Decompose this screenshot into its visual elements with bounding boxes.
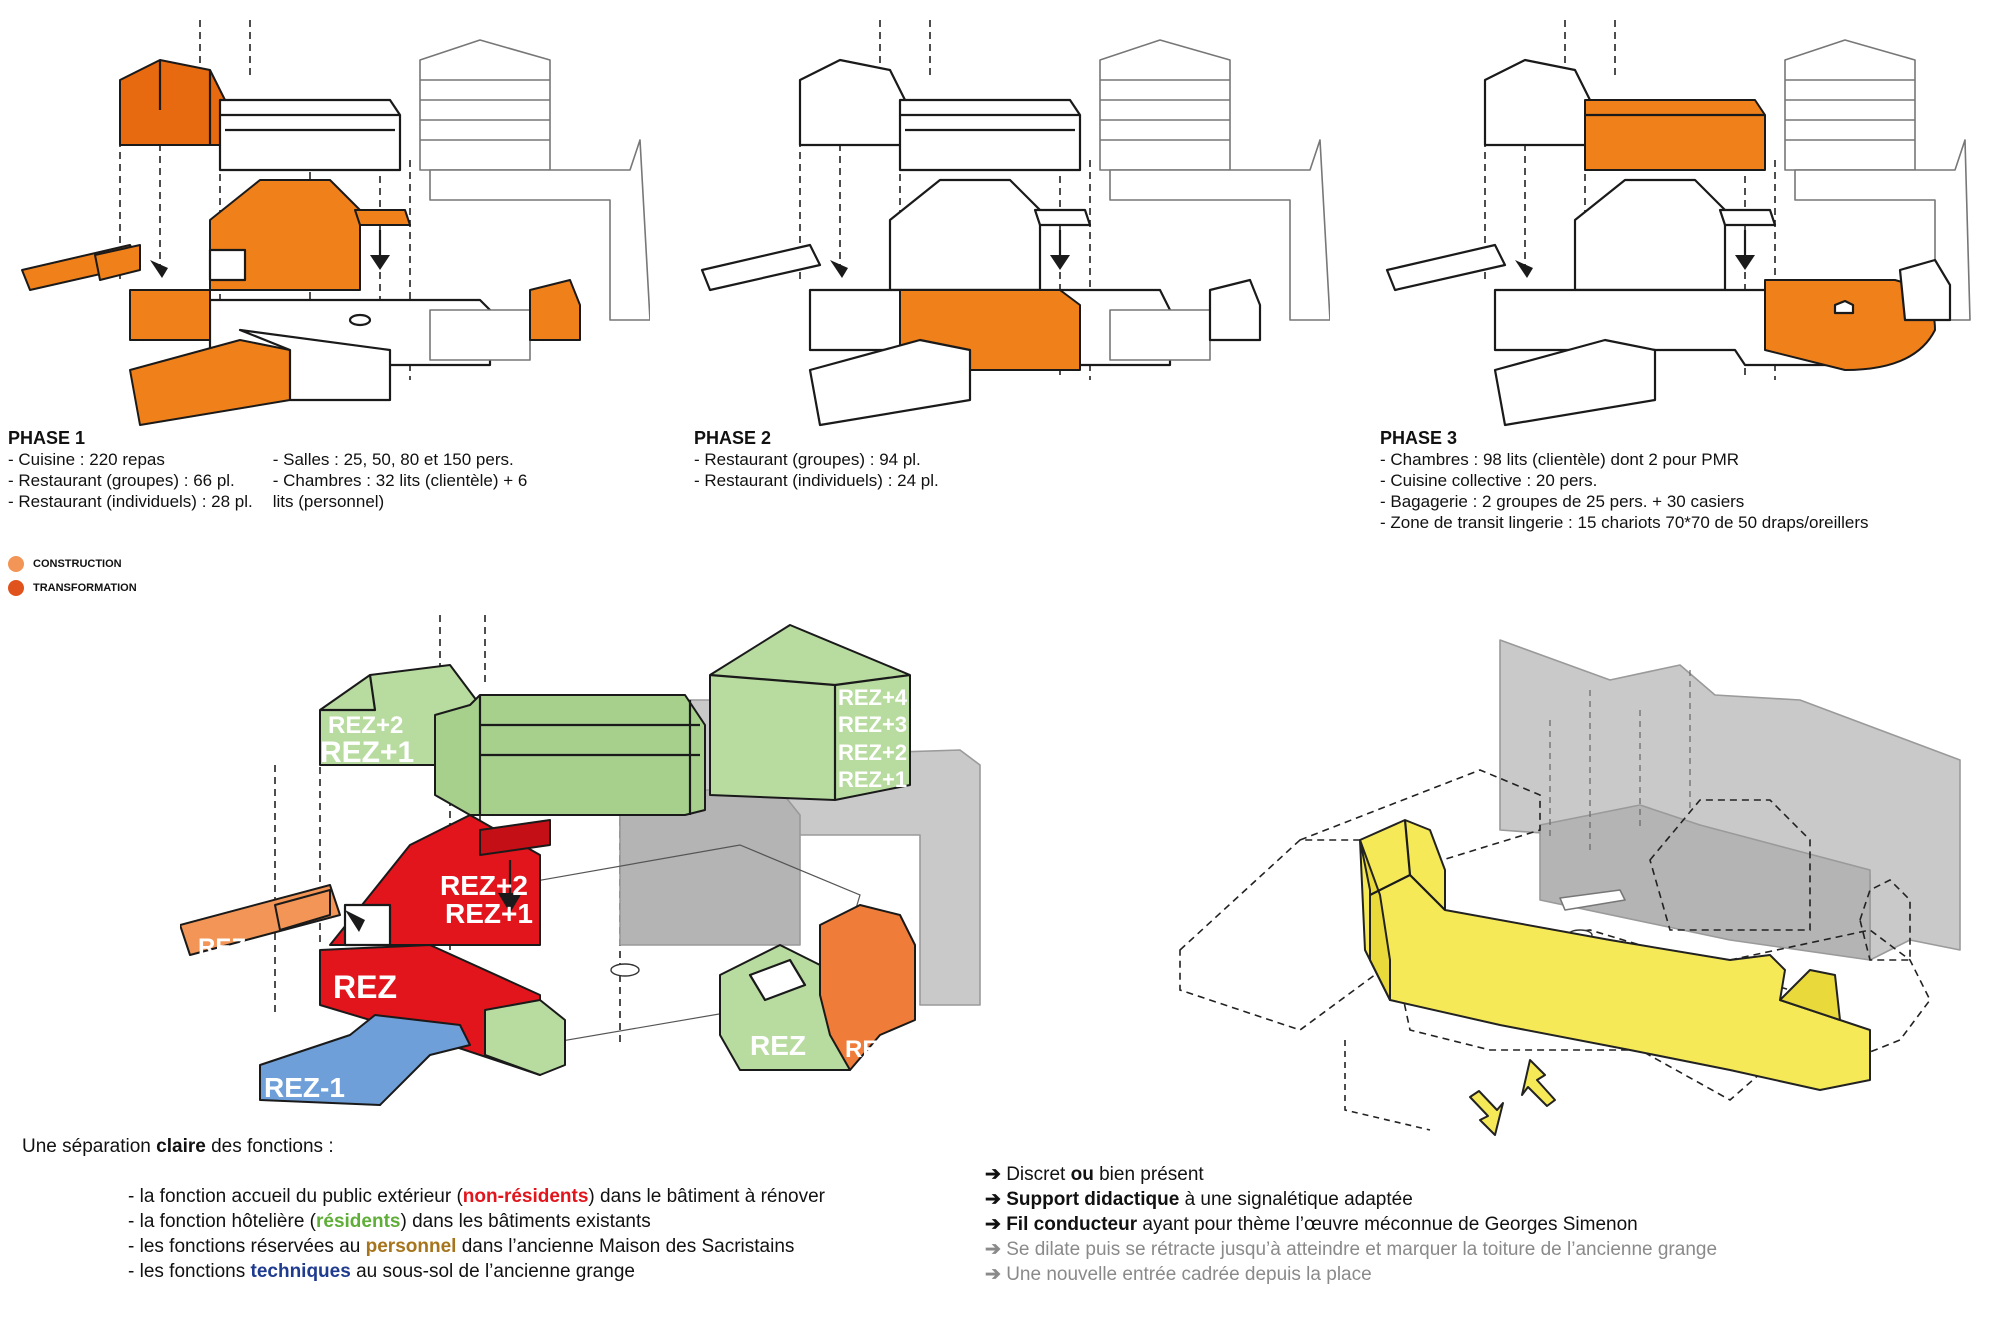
keyword-techniques: techniques <box>250 1261 351 1282</box>
label-tower-rez1: REZ+1 <box>838 767 907 792</box>
label-red-rez: REZ <box>333 969 397 1005</box>
label-orange-round-rez: REZ <box>845 1036 893 1063</box>
phase-2-diagram <box>700 20 1330 427</box>
phase-1-col1: - Cuisine : 220 repas - Restaurant (grou… <box>8 449 253 512</box>
label-orange-rez: REZ <box>198 934 246 961</box>
phase-3-title: PHASE 3 <box>1380 428 1458 448</box>
note-text: à une signalétique adaptée <box>1179 1189 1413 1210</box>
path-diagram <box>1179 639 1961 1136</box>
note-bold: Support didactique <box>1006 1189 1180 1210</box>
intro-bold: claire <box>156 1136 206 1157</box>
item-text: ) dans les bâtiments existants <box>400 1211 651 1232</box>
phase-2-title: PHASE 2 <box>694 428 772 448</box>
arrow-icon: ➔ <box>985 1264 1001 1285</box>
label-green-rez: REZ <box>750 1030 806 1061</box>
item-text: - les fonctions <box>128 1261 251 1282</box>
phase-3-diagram <box>1385 20 1971 427</box>
phase-2-line: - Restaurant (individuels) : 24 pl. <box>694 471 939 490</box>
note-bold: ou <box>1070 1164 1094 1185</box>
legend-label: CONSTRUCTION <box>33 558 122 570</box>
intro-before: Une séparation <box>22 1136 157 1157</box>
function-item: - la fonction hôtelière (résidents) dans… <box>128 1209 825 1234</box>
phase-1-col2: - Salles : 25, 50, 80 et 150 pers. - Cha… <box>273 449 528 512</box>
phase-1-line: lits (personnel) <box>272 492 385 511</box>
phase-3-line: - Bagagerie : 2 groupes de 25 pers. + 30… <box>1380 492 1745 511</box>
keyword-residents: résidents <box>316 1211 401 1232</box>
path-drawing <box>1179 639 1961 1136</box>
phase-2-line: - Restaurant (groupes) : 94 pl. <box>694 450 921 469</box>
keyword-personnel: personnel <box>365 1236 457 1257</box>
arrow-icon: ➔ <box>985 1164 1001 1185</box>
note-text: bien présent <box>1093 1164 1204 1185</box>
note-line: ➔ Fil conducteur ayant pour thème l’œuvr… <box>985 1212 1717 1237</box>
functions-intro: Une séparation claire des fonctions : <box>22 1134 334 1159</box>
legend-label: TRANSFORMATION <box>33 582 137 594</box>
legend-construction: CONSTRUCTION <box>8 556 122 572</box>
phase-1-diagram <box>21 20 650 426</box>
item-text: - la fonction hôtelière ( <box>128 1211 316 1232</box>
note-bold: Fil conducteur <box>1006 1214 1138 1235</box>
phase-3-line: - Chambres : 98 lits (clientèle) dont 2 … <box>1380 450 1740 469</box>
label-tower-rez4: REZ+4 <box>838 685 908 710</box>
label-tower-rez3: REZ+3 <box>838 712 907 737</box>
item-text: dans l’ancienne Maison des Sacristains <box>456 1236 795 1257</box>
keyword-non-residents: non-résidents <box>462 1186 589 1207</box>
intro-after: des fonctions : <box>205 1136 334 1157</box>
note-text: Une nouvelle entrée cadrée depuis la pla… <box>1006 1264 1372 1285</box>
phase-1-drawing <box>21 20 650 426</box>
transformation-dot <box>8 580 24 596</box>
arrow-icon: ➔ <box>985 1239 1001 1260</box>
note-line: ➔ Une nouvelle entrée cadrée depuis la p… <box>985 1262 1717 1287</box>
note-line: ➔ Discret ou bien présent <box>985 1162 1717 1187</box>
item-text: - la fonction accueil du public extérieu… <box>128 1186 463 1207</box>
phase-1-line: - Restaurant (groupes) : 66 pl. <box>8 471 235 490</box>
label-tower-rez2: REZ+2 <box>838 740 907 765</box>
note-text: Se dilate puis se rétracte jusqu’à attei… <box>1006 1239 1718 1260</box>
item-text: au sous-sol de l’ancienne grange <box>350 1261 635 1282</box>
phase-1-line: - Cuisine : 220 repas <box>8 450 165 469</box>
phase-1-title: PHASE 1 <box>8 428 86 448</box>
label-green-rez2: REZ+2 <box>328 712 403 739</box>
function-item: - les fonctions techniques au sous-sol d… <box>128 1259 825 1284</box>
phase-3-line: - Zone de transit lingerie : 15 chariots… <box>1380 513 1869 532</box>
path-notes: ➔ Discret ou bien présent ➔ Support dida… <box>985 1162 1717 1287</box>
phase-1-text: PHASE 1 - Cuisine : 220 repas - Restaura… <box>8 428 527 512</box>
function-drawing: REZ+2 REZ+1 REZ+4 REZ+3 REZ+2 REZ+1 REZ+… <box>180 615 981 1106</box>
legend-transformation: TRANSFORMATION <box>8 580 137 596</box>
phase-3-drawing <box>1385 20 1971 427</box>
function-diagram: REZ+2 REZ+1 REZ+4 REZ+3 REZ+2 REZ+1 REZ+… <box>180 615 981 1106</box>
note-line: ➔ Se dilate puis se rétracte jusqu’à att… <box>985 1237 1717 1262</box>
phase-2-drawing <box>700 20 1330 427</box>
phase-1-line: - Salles : 25, 50, 80 et 150 pers. <box>272 450 514 469</box>
label-green-rez1: REZ+1 <box>320 736 414 769</box>
construction-dot <box>8 556 24 572</box>
note-line: ➔ Support didactique à une signalétique … <box>985 1187 1717 1212</box>
note-text: ayant pour thème l’œuvre méconnue de Geo… <box>1137 1214 1638 1235</box>
item-text: ) dans le bâtiment à rénover <box>588 1186 825 1207</box>
phase-3-text: PHASE 3 - Chambres : 98 lits (clientèle)… <box>1380 428 1869 533</box>
arrow-icon: ➔ <box>985 1189 1001 1210</box>
label-blue-rez-1: REZ-1 <box>264 1072 345 1103</box>
functions-list: - la fonction accueil du public extérieu… <box>128 1184 825 1284</box>
arrow-icon: ➔ <box>985 1214 1001 1235</box>
phase-1-line: - Chambres : 32 lits (clientèle) + 6 <box>272 471 528 490</box>
label-red-rez2: REZ+2 <box>440 870 528 901</box>
function-item: - la fonction accueil du public extérieu… <box>128 1184 825 1209</box>
function-item: - les fonctions réservées au personnel d… <box>128 1234 825 1259</box>
phase-2-text: PHASE 2 - Restaurant (groupes) : 94 pl. … <box>694 428 939 491</box>
phase-1-line: - Restaurant (individuels) : 28 pl. <box>8 492 253 511</box>
note-text: Discret <box>1006 1164 1071 1185</box>
phase-3-line: - Cuisine collective : 20 pers. <box>1380 471 1598 490</box>
label-red-rez1: REZ+1 <box>445 898 533 929</box>
item-text: - les fonctions réservées au <box>128 1236 366 1257</box>
